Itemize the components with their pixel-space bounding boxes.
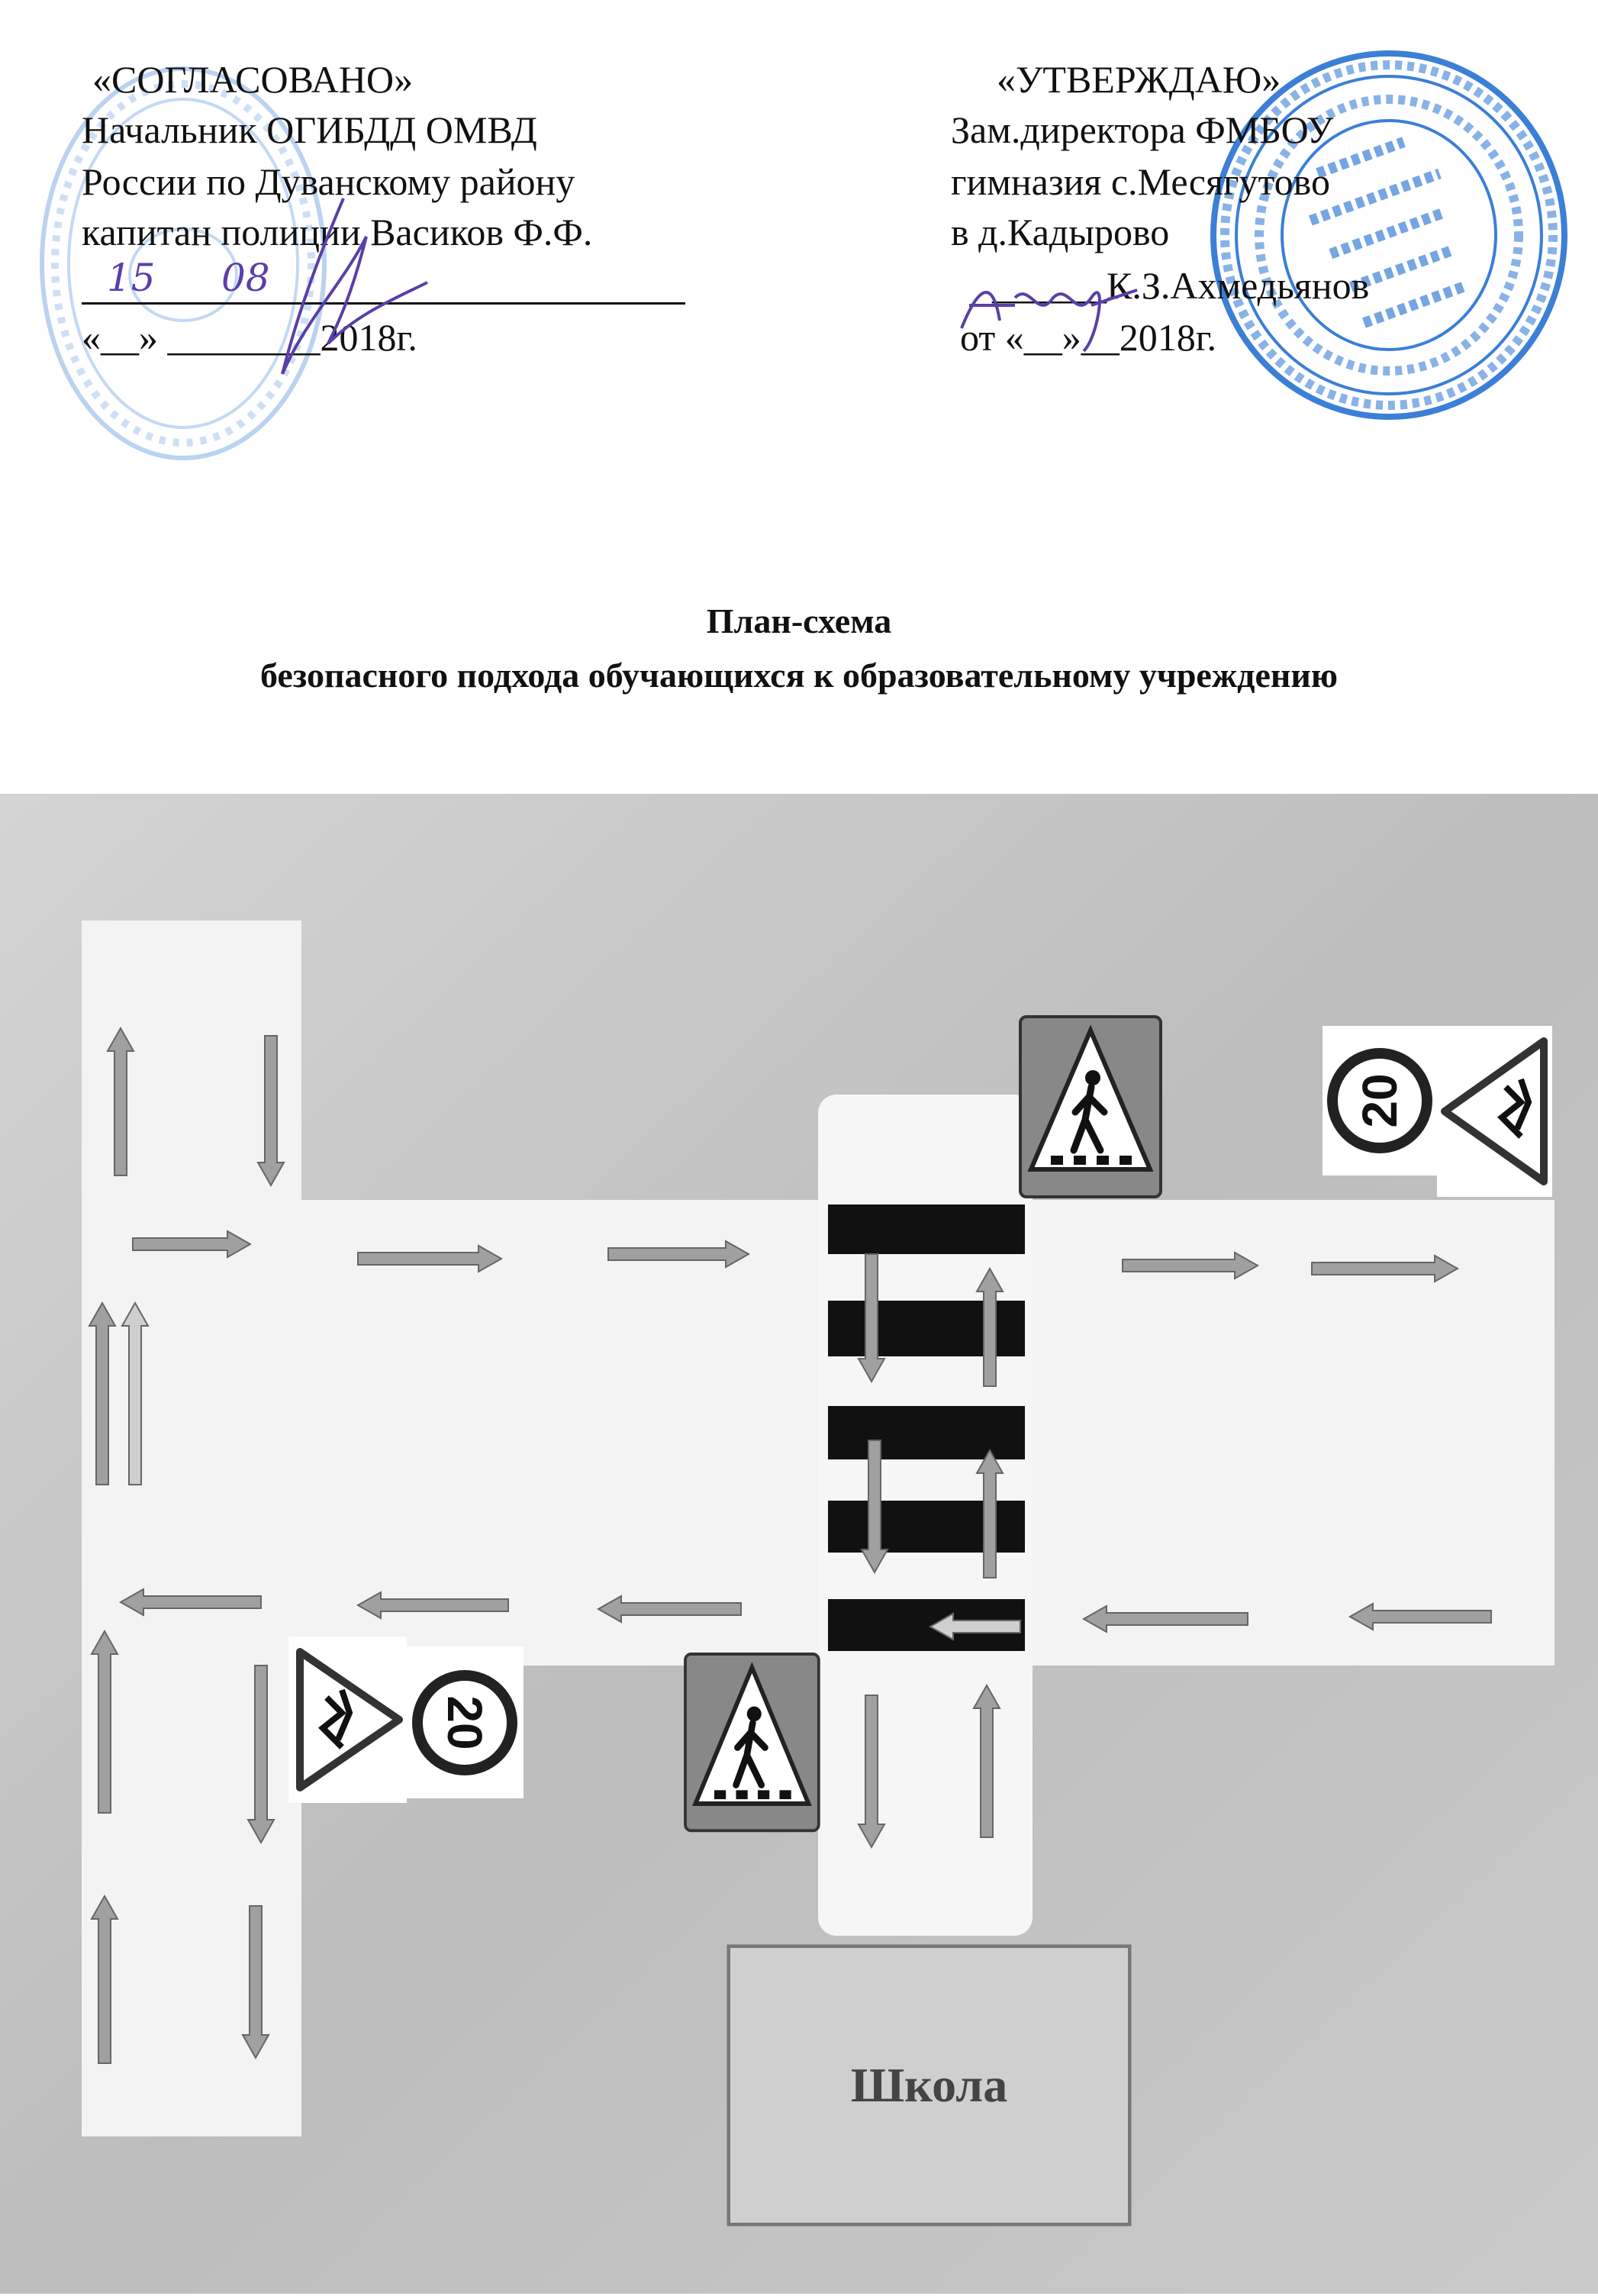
approval-right-signature-line: ______К.З.Ахмедьянов bbox=[992, 264, 1370, 307]
approval-left-line: России по Дуванскому району bbox=[82, 160, 575, 203]
traffic-arrow-icon bbox=[132, 1230, 253, 1259]
traffic-arrow-icon bbox=[1311, 1254, 1460, 1283]
speed-limit-sign-icon: 20 bbox=[1323, 1026, 1437, 1175]
traffic-arrow-icon bbox=[975, 1266, 1004, 1387]
zebra-stripe bbox=[828, 1204, 1025, 1254]
zebra-stripe bbox=[828, 1406, 1025, 1459]
traffic-arrow-icon bbox=[972, 1683, 1001, 1838]
approval-right-line: Зам.директора ФМБОУ bbox=[951, 108, 1334, 151]
approval-left-line: Начальник ОГИБДД ОМВД bbox=[82, 108, 537, 151]
traffic-arrow-icon bbox=[106, 1026, 135, 1176]
traffic-arrow-icon bbox=[256, 1035, 285, 1188]
traffic-arrow-icon bbox=[241, 1905, 270, 2060]
traffic-arrow-icon bbox=[88, 1301, 117, 1485]
speed-limit-sign-icon: 20 bbox=[407, 1646, 524, 1798]
traffic-arrow-icon bbox=[860, 1440, 889, 1575]
traffic-arrow-icon bbox=[1122, 1251, 1260, 1280]
pedestrian-crossing-sign-icon bbox=[684, 1653, 820, 1833]
traffic-arrow-icon bbox=[118, 1588, 262, 1617]
approval-right-date: от «__»__2018г. bbox=[960, 316, 1217, 359]
traffic-arrow-icon bbox=[1081, 1604, 1248, 1633]
children-warning-sign-icon bbox=[288, 1637, 407, 1803]
approval-right-line: гимназия с.Месягутово bbox=[951, 160, 1330, 203]
traffic-arrow-icon bbox=[975, 1448, 1004, 1578]
pedestrian-crossing-sign-icon bbox=[1019, 1015, 1162, 1198]
traffic-arrow-icon bbox=[857, 1253, 886, 1384]
speed-limit-value: 20 bbox=[437, 1695, 492, 1749]
traffic-arrow-icon bbox=[90, 1629, 119, 1814]
signature-left bbox=[281, 198, 428, 375]
traffic-arrow-icon bbox=[1348, 1602, 1492, 1631]
signature-right bbox=[960, 289, 1138, 353]
approval-left-date: «__» ________2018г. bbox=[82, 316, 417, 359]
stamp-right bbox=[1210, 50, 1567, 420]
handwritten-month: 08 bbox=[221, 256, 270, 300]
traffic-arrow-icon bbox=[857, 1695, 886, 1849]
children-warning-sign-icon bbox=[1437, 1026, 1552, 1197]
approval-left-line: капитан полиции Васиков Ф.Ф. bbox=[82, 211, 593, 253]
traffic-arrow-icon bbox=[357, 1244, 504, 1273]
speed-limit-value: 20 bbox=[1352, 1073, 1407, 1127]
traffic-arrow-icon bbox=[90, 1894, 119, 2064]
approval-left-heading: «СОГЛАСОВАНО» bbox=[92, 58, 414, 101]
document-subtitle: безопасного подхода обучающихся к образо… bbox=[259, 656, 1339, 695]
traffic-arrow-icon bbox=[246, 1665, 275, 1845]
document-title: План-схема bbox=[706, 601, 892, 640]
stamp-left bbox=[40, 66, 327, 460]
traffic-arrow-icon bbox=[596, 1595, 742, 1624]
school-label: Школа bbox=[728, 1946, 1130, 2225]
traffic-arrow-icon bbox=[607, 1240, 751, 1269]
approval-right-heading: «УТВЕРЖДАЮ» bbox=[997, 58, 1281, 101]
traffic-arrow-icon bbox=[356, 1591, 509, 1620]
traffic-arrow-icon bbox=[121, 1301, 150, 1485]
approval-right-line: в д.Кадырово bbox=[951, 211, 1170, 253]
traffic-arrow-icon bbox=[928, 1612, 1021, 1641]
handwritten-day: 15 bbox=[107, 256, 156, 300]
